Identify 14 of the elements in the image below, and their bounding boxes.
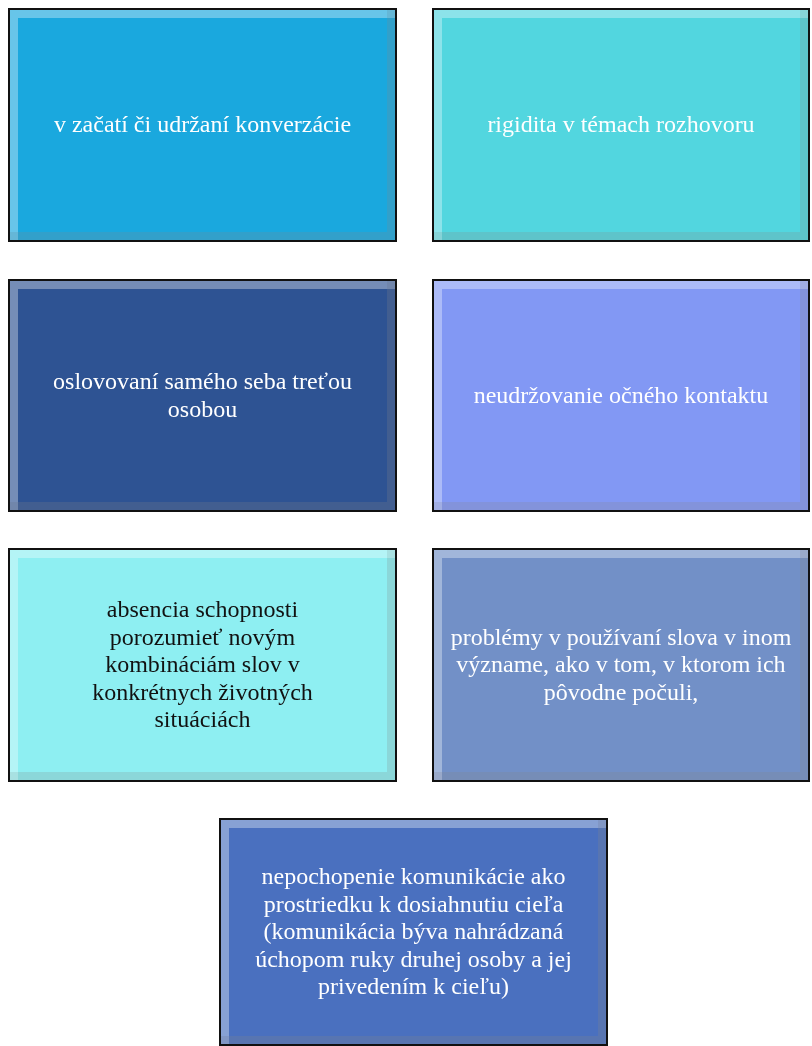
text-box <box>432 279 810 512</box>
box-text: rigidita v témach rozhovoru <box>486 111 756 139</box>
text-box <box>432 548 810 782</box>
box-text: v začatí či udržaní konverzácie <box>52 111 353 139</box>
box-text: absencia schopnosti porozumieť novým kombináciám slov v konkrétnych životných situáciách <box>91 596 314 734</box>
box-text: neudržovanie očného kontaktu <box>472 381 770 410</box>
box-text: nepochopenie komunikácie ako prostriedku k dosiahnutiu cieľa (komunikácia býva nahrádzaná úchopom ruky druhej osoby a jej privedením k cieľu) <box>254 863 573 1001</box>
text-box <box>8 8 397 242</box>
text-box <box>8 279 397 512</box>
box-text: problémy v používaní slova v inom význame, ako v tom, v ktorom ich pôvodne počuli, <box>449 623 793 707</box>
text-box <box>432 8 810 242</box>
text-box <box>8 548 397 782</box>
text-box <box>219 818 608 1046</box>
box-text: oslovovaní samého seba treťou osobou <box>52 367 353 424</box>
